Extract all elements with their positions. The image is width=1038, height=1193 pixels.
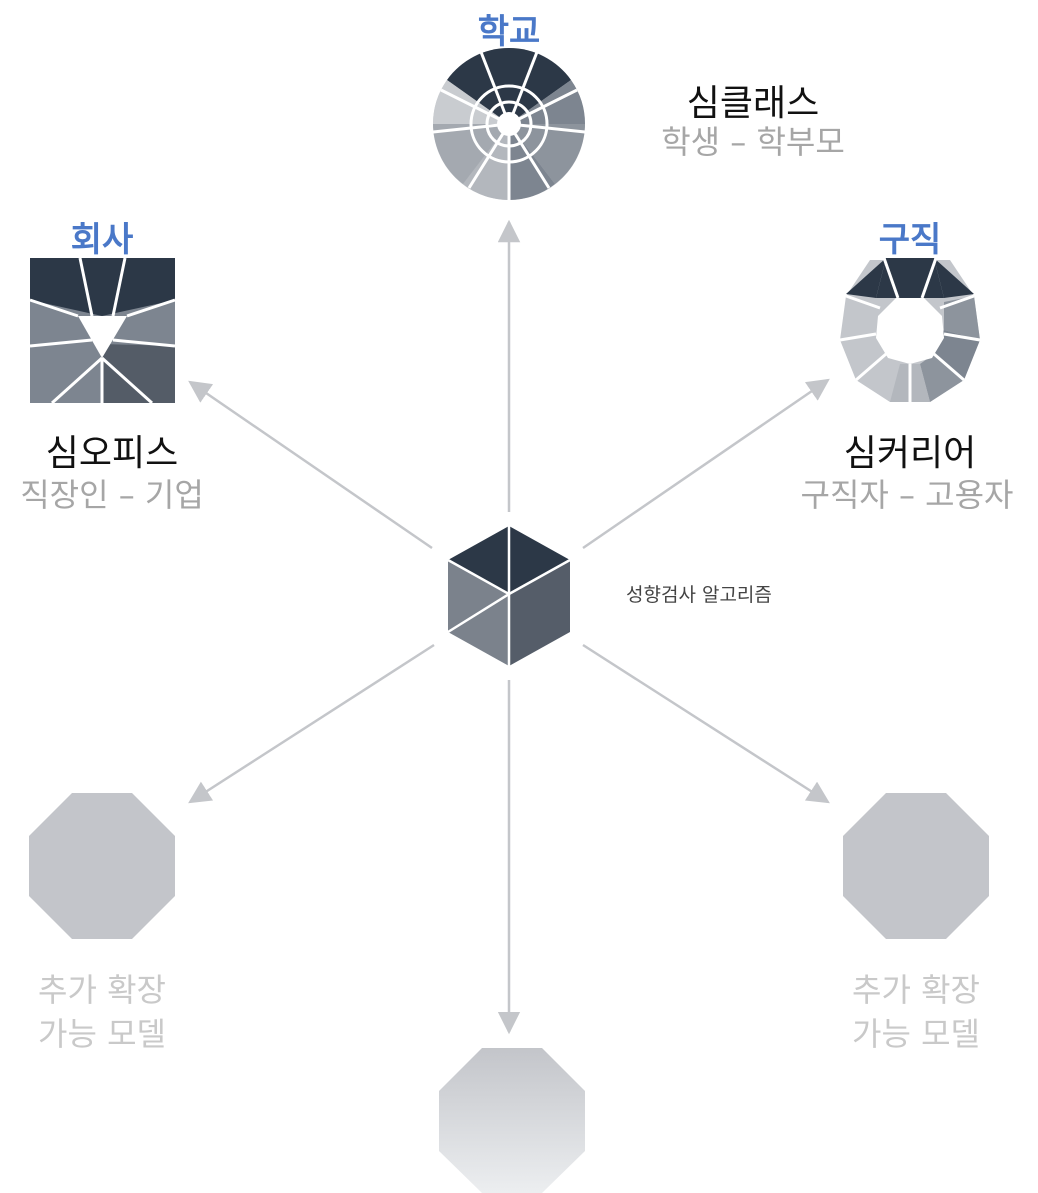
company-product-name: 심오피스 bbox=[45, 433, 179, 474]
expansion-left-line1: 추가 확장 bbox=[38, 971, 166, 1009]
expansion-bottom-octagon bbox=[439, 1048, 585, 1193]
company-users-label: 직장인 – 기업 bbox=[20, 476, 204, 514]
expansion-right-line1: 추가 확장 bbox=[852, 971, 980, 1009]
job-category-label: 구직 bbox=[878, 220, 942, 260]
company-category-label: 회사 bbox=[70, 220, 134, 260]
expansion-left-label: 추가 확장 가능 모델 bbox=[2, 968, 202, 1056]
arrow-to-expansion-right bbox=[582, 643, 830, 804]
school-users-label: 학생 – 학부모 bbox=[661, 123, 845, 161]
center-algorithm-label: 성향검사 알고리즘 bbox=[626, 584, 772, 606]
connector-arrows bbox=[188, 219, 830, 1035]
school-circle-icon bbox=[432, 47, 586, 200]
expansion-right-label: 추가 확장 가능 모델 bbox=[816, 968, 1016, 1056]
job-ring-icon bbox=[839, 257, 981, 402]
expansion-right-octagon bbox=[843, 793, 989, 939]
arrow-to-company bbox=[188, 380, 433, 550]
arrow-to-job bbox=[582, 378, 830, 550]
expansion-left-octagon bbox=[29, 793, 175, 939]
arrow-to-expansion-left bbox=[188, 643, 435, 804]
expansion-right-line2: 가능 모델 bbox=[852, 1015, 980, 1053]
cube-icon bbox=[447, 526, 571, 666]
job-users-label: 구직자 – 고용자 bbox=[800, 476, 1014, 514]
school-category-label: 학교 bbox=[477, 12, 541, 52]
company-square-icon bbox=[29, 257, 176, 405]
expansion-left-line2: 가능 모델 bbox=[38, 1015, 166, 1053]
job-product-name: 심커리어 bbox=[843, 433, 977, 474]
school-product-name: 심클래스 bbox=[686, 83, 820, 124]
